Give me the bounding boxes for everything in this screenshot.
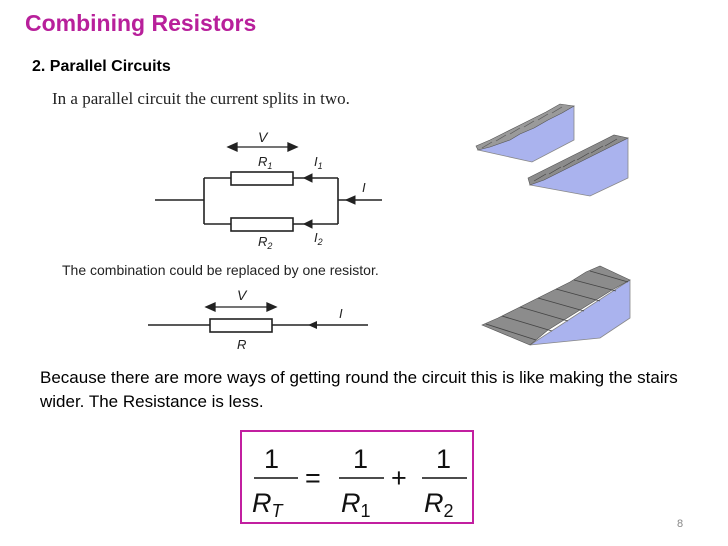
body-paragraph: Because there are more ways of getting r… — [40, 368, 678, 411]
single-current-arrow — [308, 321, 317, 329]
narrow-stairs-illustration — [475, 103, 629, 197]
resistor-r2 — [230, 217, 294, 232]
resistor-r1 — [230, 171, 294, 186]
formula-r2: R2 — [424, 488, 454, 521]
formula-numerator-t: 1 — [264, 444, 279, 474]
formula-box: 1 RT = 1 R1 + 1 R2 — [240, 430, 474, 524]
single-voltage-label: V — [237, 287, 248, 303]
voltage-label: V — [258, 129, 269, 145]
slide-title: Combining Resistors — [25, 10, 257, 36]
formula-numerator-1: 1 — [353, 444, 368, 474]
single-circuit-diagram: V I R — [148, 287, 368, 352]
formula-rt: RT — [252, 488, 285, 521]
formula-numerator-2: 1 — [436, 444, 451, 474]
section-heading: 2. Parallel Circuits — [32, 58, 171, 75]
formula-equals: = — [305, 463, 321, 493]
single-voltage-arrow — [204, 301, 278, 313]
single-current-label: I — [339, 306, 343, 321]
r1-label: R1 — [258, 154, 272, 171]
current-arrows — [302, 173, 356, 229]
i2-label: I2 — [314, 230, 323, 247]
wide-stairs-illustration — [481, 265, 631, 346]
parallel-resistance-formula: 1 RT = 1 R1 + 1 R2 — [252, 444, 467, 521]
combination-note: The combination could be replaced by one… — [62, 262, 379, 278]
i1-label: I1 — [314, 154, 323, 171]
r2-label: R2 — [258, 234, 272, 251]
single-resistor-label: R — [237, 337, 246, 352]
voltage-arrow — [226, 141, 299, 153]
formula-r1: R1 — [341, 488, 371, 521]
formula-plus: + — [391, 463, 407, 493]
current-label: I — [362, 180, 366, 195]
page-number: 8 — [677, 518, 684, 530]
resistor-r — [209, 318, 273, 333]
intro-text: In a parallel circuit the current splits… — [52, 89, 350, 108]
